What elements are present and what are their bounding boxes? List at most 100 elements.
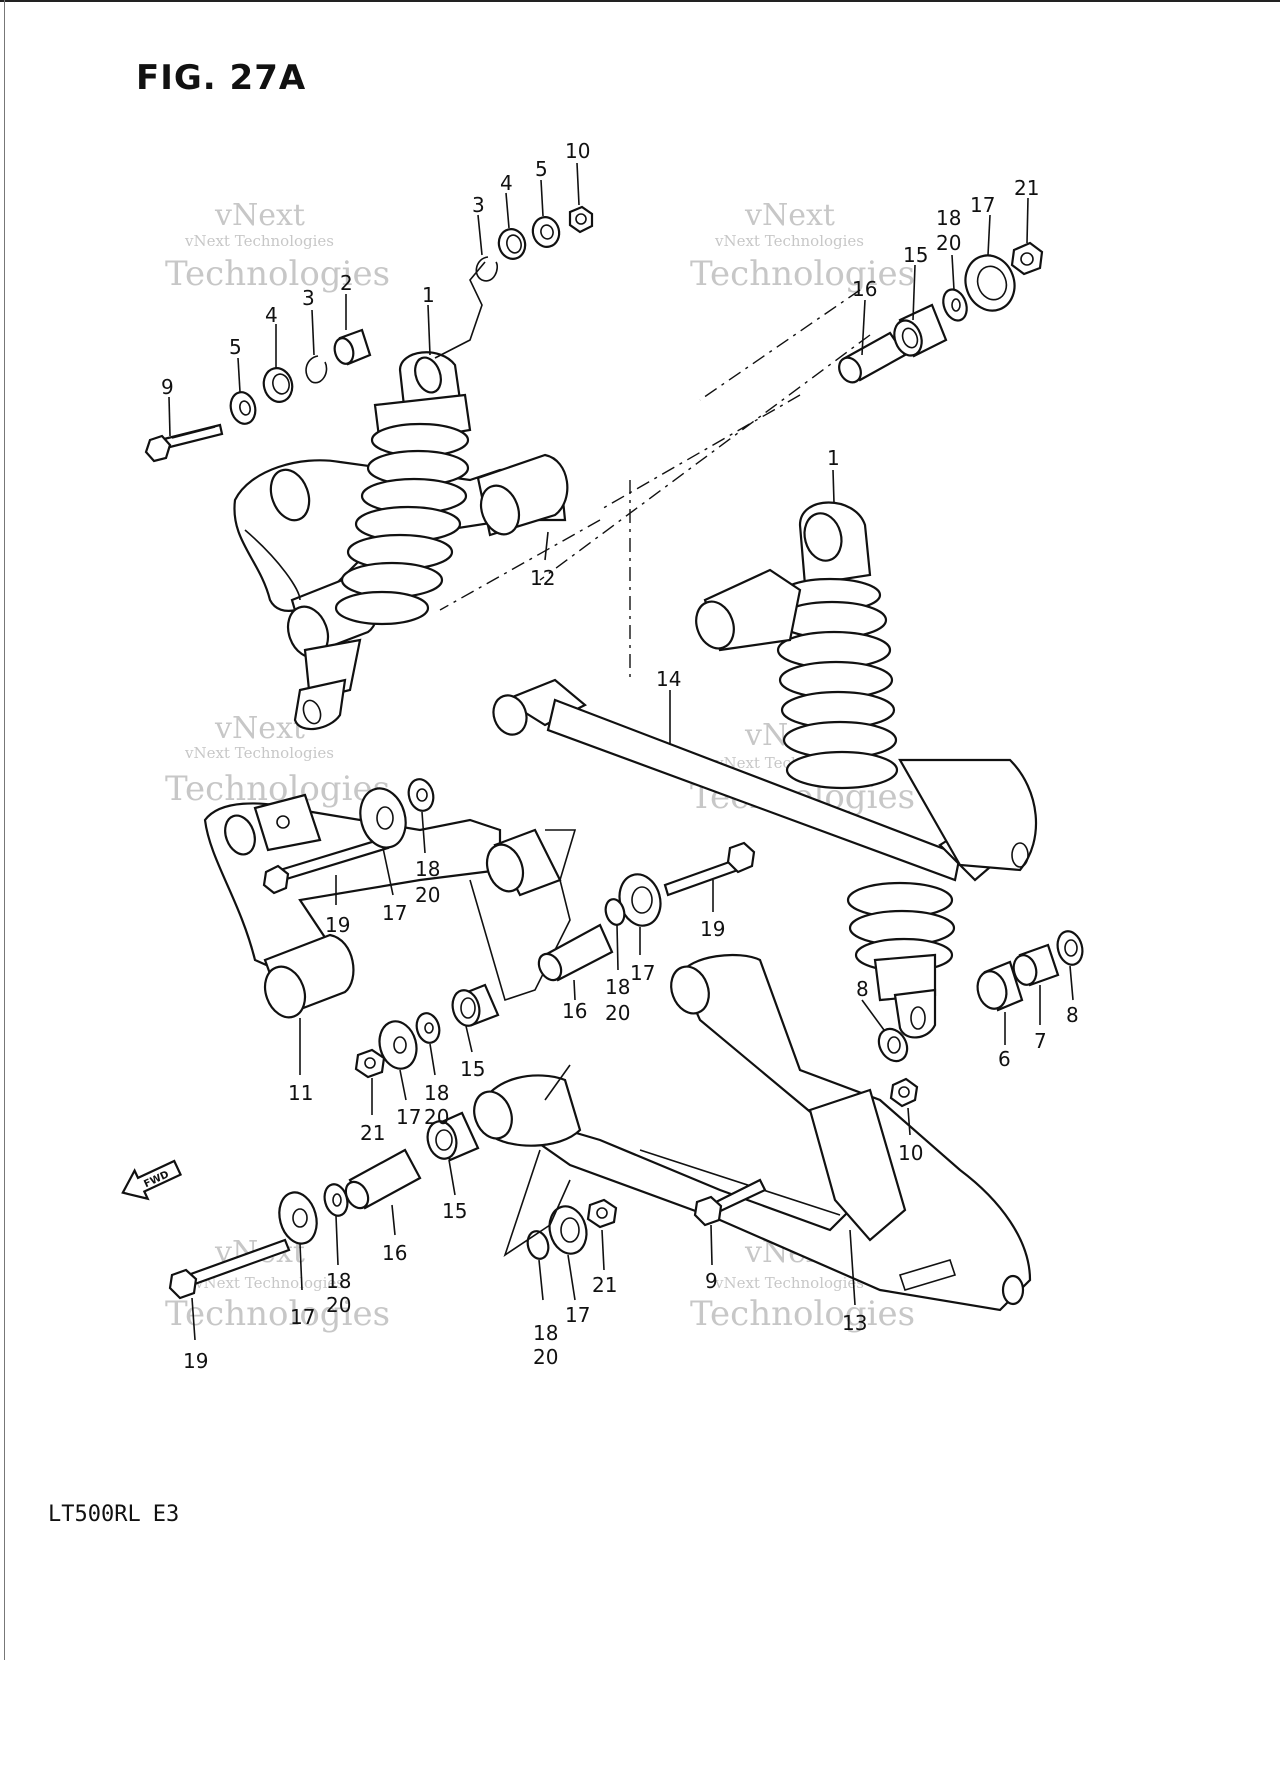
watermark-subtext: Technologies (165, 254, 390, 294)
callout-20: 20 (533, 1345, 558, 1369)
callout-19: 19 (700, 917, 725, 941)
bearing-6 (976, 960, 1024, 1012)
bolt-19-b (663, 841, 756, 897)
washer-18-20-d (323, 1183, 349, 1217)
page-left-border (4, 0, 5, 1660)
nut-10-top (568, 205, 594, 234)
callout-8: 8 (856, 977, 869, 1001)
figure-title: FIG. 27A (136, 58, 307, 98)
watermark-brand: vNext (744, 198, 835, 233)
watermark-text: vNext Technologies (714, 1274, 864, 1292)
callout-7: 7 (1034, 1029, 1047, 1053)
seal-17-top (964, 254, 1016, 312)
bolt-19-c (168, 1238, 291, 1300)
bolt-9-b (693, 1178, 767, 1227)
callout-18: 18 (533, 1321, 558, 1345)
shock-absorber-1-right (776, 501, 956, 1039)
page-top-border (0, 0, 1280, 2)
bolt-19-a (262, 836, 390, 895)
callout-18: 18 (326, 1269, 351, 1293)
alignment-line (439, 519, 601, 611)
watermark-brand: vNext (214, 198, 305, 233)
callout-17: 17 (565, 1303, 590, 1327)
watermark-subtext: Technologies (690, 1294, 915, 1334)
watermark-text: vNext Technologies (184, 232, 334, 250)
nut-21-c (586, 1198, 618, 1229)
alignment-line (599, 394, 801, 511)
callout-15: 15 (903, 243, 928, 267)
bushing-2 (333, 328, 372, 366)
callout-16: 16 (382, 1241, 407, 1265)
watermark-text: vNext Technologies (194, 1274, 344, 1292)
circlip-3-left (305, 355, 328, 384)
callout-14: 14 (656, 667, 681, 691)
watermark-text: vNext Technologies (714, 232, 864, 250)
callout-20: 20 (326, 1293, 351, 1317)
watermark-2: vNext vNext Technologies Technologies (690, 198, 915, 294)
callout-16: 16 (562, 999, 587, 1023)
seal-17-c (378, 1020, 418, 1070)
seal-17-e (548, 1205, 588, 1255)
callout-5: 5 (229, 335, 242, 359)
bearing-4-top (497, 228, 527, 260)
leader-lines (168, 162, 1074, 1341)
callout-20: 20 (415, 883, 440, 907)
watermark-subtext: Technologies (690, 254, 915, 294)
callout-10: 10 (898, 1141, 923, 1165)
fwd-arrow: FWD (121, 1159, 183, 1201)
callout-10: 10 (565, 139, 590, 163)
bearing-15-c (426, 1111, 480, 1162)
sleeve-12-lower (485, 828, 562, 897)
sleeve-16-c (344, 1148, 422, 1210)
watermark-subtext: Technologies (165, 1294, 390, 1334)
callout-16: 16 (852, 277, 877, 301)
washer-8-a (877, 1027, 909, 1063)
callout-9: 9 (705, 1269, 718, 1293)
callout-18: 18 (936, 206, 961, 230)
nut-21-b (354, 1048, 386, 1079)
callout-21: 21 (1014, 176, 1039, 200)
bearing-4-left (262, 367, 294, 403)
callout-1: 1 (422, 283, 435, 307)
washer-8-b (1056, 930, 1084, 966)
callout-13: 13 (842, 1311, 867, 1335)
callout-20: 20 (605, 1001, 630, 1025)
washer-5-left (229, 391, 257, 425)
seal-17-d (278, 1191, 318, 1245)
alignment-lines (439, 289, 871, 680)
callout-5: 5 (535, 157, 548, 181)
callout-21: 21 (360, 1121, 385, 1145)
upper-bolt-9 (144, 423, 224, 463)
callout-2: 2 (340, 271, 353, 295)
nut-21-top (1010, 241, 1044, 276)
washer-18-20-top (942, 288, 968, 322)
callout-18: 18 (605, 975, 630, 999)
right-upper-arm (695, 568, 1038, 872)
nut-10-b (889, 1077, 919, 1108)
callout-4: 4 (500, 171, 513, 195)
leader-zigzag-bottom (503, 1149, 571, 1257)
lower-arm-11 (203, 793, 502, 1019)
washer-5-top (531, 216, 561, 248)
alignment-line (539, 334, 871, 581)
callout-11: 11 (288, 1081, 313, 1105)
sleeve-16-b (537, 923, 614, 982)
leader-shock-to-parts (434, 261, 486, 359)
callout-9: 9 (161, 375, 174, 399)
lower-arm-13 (473, 953, 1032, 1312)
seal-17-a (359, 787, 407, 849)
shock-absorber-1-left (293, 351, 472, 731)
washer-18-20-e (526, 1230, 550, 1260)
callout-18: 18 (415, 857, 440, 881)
watermark-3: vNext vNext Technologies Technologies (165, 711, 390, 809)
watermark-5: vNext vNext Technologies Technologies (165, 1235, 390, 1334)
spring-coils-left (334, 422, 470, 626)
watermark-group: vNext vNext Technologies Technologies vN… (165, 198, 915, 1334)
watermark-text: vNext Technologies (184, 744, 334, 762)
callout-20: 20 (936, 231, 961, 255)
washer-18-20-b (604, 898, 626, 926)
watermark-brand: vNext (214, 711, 305, 746)
